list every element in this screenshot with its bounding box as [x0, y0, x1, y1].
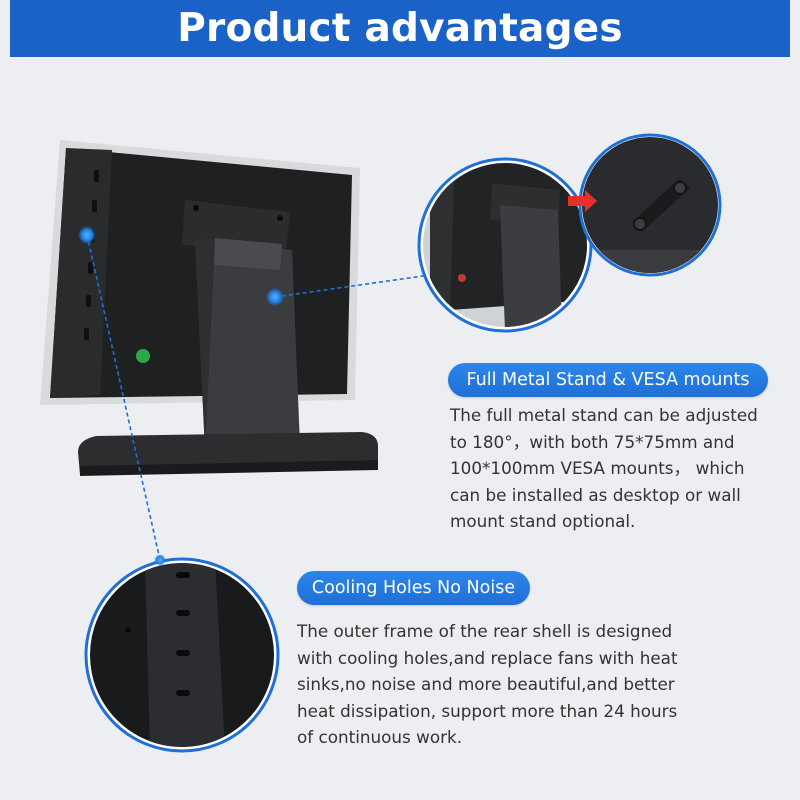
connector-lines — [86, 234, 431, 561]
monitor-rear-image — [40, 140, 378, 476]
zoom-circle-cooling — [84, 557, 280, 753]
description-line: to 180°，with both 75*75mm and — [450, 431, 735, 452]
description-line: sinks,no noise and more beautiful,and be… — [297, 674, 675, 694]
page-title: Product advantages — [177, 6, 623, 51]
description-line: The outer frame of the rear shell is des… — [297, 621, 673, 641]
description-line: of continuous work. — [297, 727, 463, 747]
marker-dot — [78, 226, 96, 244]
feature-description-cooling: The outer frame of the rear shell is des… — [297, 618, 678, 751]
feature-title-cooling: Cooling Holes No Noise — [297, 571, 530, 605]
feature-description-stand: The full metal stand can be adjusted to … — [450, 402, 758, 535]
description-line: with cooling holes,and replace fans with… — [297, 647, 678, 668]
zoom-circle-vesa-detail — [578, 133, 722, 277]
feature-title-stand: Full Metal Stand & VESA mounts — [448, 363, 768, 397]
header-banner: Product advantages — [10, 0, 790, 57]
marker-dot — [154, 554, 166, 566]
description-line: mount stand optional. — [450, 511, 636, 531]
zoom-circle-stand — [417, 157, 593, 333]
red-arrow-icon — [568, 190, 597, 212]
description-line: heat dissipation, support more than 24 h… — [297, 700, 678, 721]
marker-dot — [266, 288, 284, 306]
description-line: 100*100mm VESA mounts， which — [450, 458, 745, 478]
description-line: The full metal stand can be adjusted — [450, 405, 758, 425]
description-line: can be installed as desktop or wall — [450, 484, 741, 505]
